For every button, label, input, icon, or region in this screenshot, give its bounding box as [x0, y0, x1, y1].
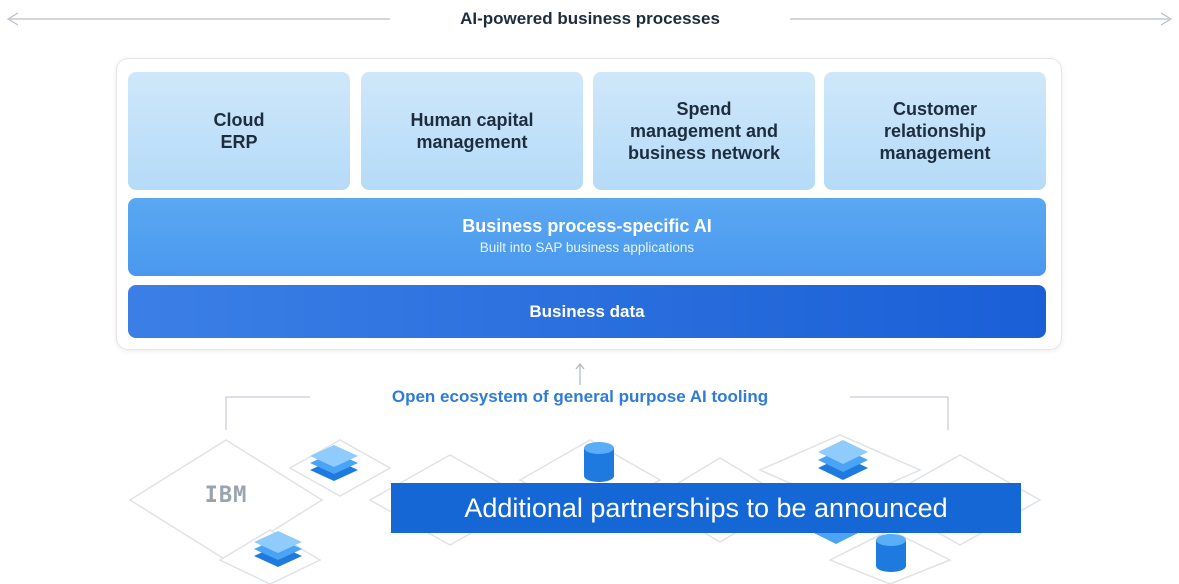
diagram-title: AI-powered business processes	[390, 6, 790, 32]
tile-human-capital-management: Human capital management	[361, 72, 583, 190]
partnership-banner: Additional partnerships to be announced	[391, 483, 1021, 533]
tile-spend-management: Spend management and business network	[593, 72, 815, 190]
up-arrow-icon	[575, 363, 585, 385]
database-icon	[876, 534, 906, 572]
tile-cloud-erp: Cloud ERP	[128, 72, 350, 190]
layers-icon	[254, 531, 302, 567]
layers-icon	[310, 445, 358, 481]
ecosystem-title: Open ecosystem of general purpose AI too…	[310, 385, 850, 409]
tile-label: Spend management and business network	[627, 99, 781, 163]
ai-layer-band: Business process-specific AI Built into …	[128, 198, 1046, 276]
ai-layer-subtitle: Built into SAP business applications	[479, 240, 695, 255]
tile-label: Customer relationship management	[879, 99, 991, 163]
ibm-logo: IBM	[204, 483, 248, 508]
tile-label: Cloud ERP	[213, 110, 265, 152]
tile-customer-relationship-management: Customer relationship management	[824, 72, 1046, 190]
layers-icon	[818, 440, 868, 480]
ai-layer-title: Business process-specific AI	[462, 216, 712, 236]
tile-label: Human capital management	[410, 110, 534, 152]
data-layer-band: Business data	[128, 285, 1046, 338]
database-icon	[584, 442, 614, 482]
